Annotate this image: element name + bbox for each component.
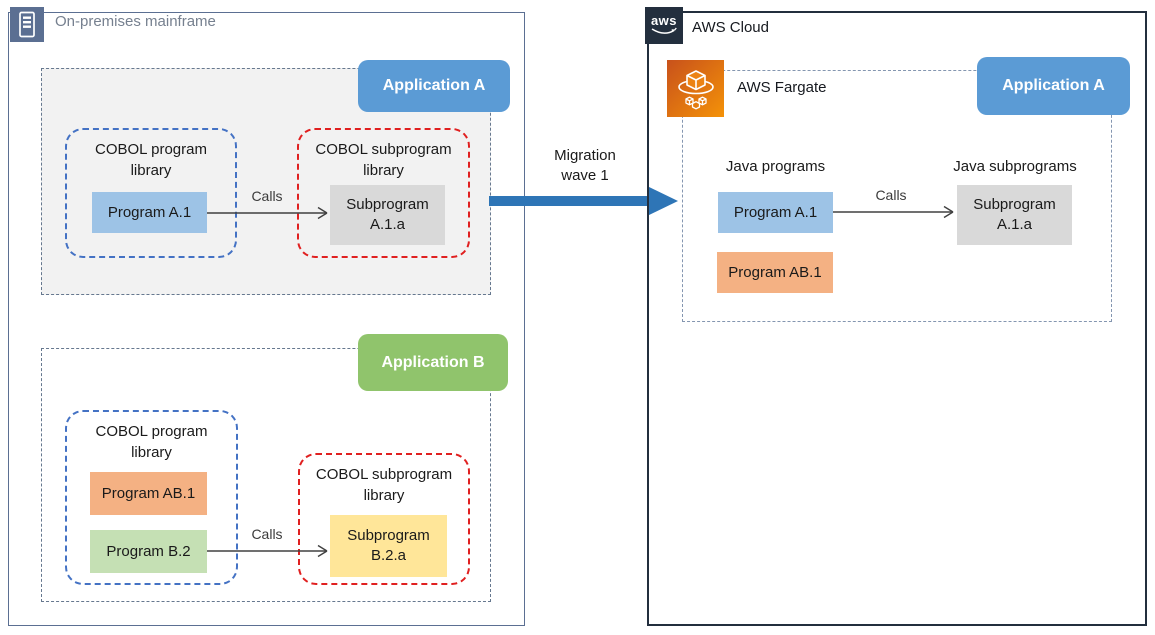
aws-logo-icon: aws bbox=[645, 7, 683, 44]
node-subprogram-a1a: Subprogram A.1.a bbox=[330, 185, 445, 245]
calls-arrow-b bbox=[207, 544, 328, 558]
calls-label-aws: Calls bbox=[875, 187, 907, 203]
application-a-badge-aws: Application A bbox=[977, 57, 1130, 115]
cobol-program-library-a-title: COBOL program library bbox=[95, 141, 207, 179]
aws-cloud-zone-box bbox=[647, 11, 1147, 626]
aws-smile-icon bbox=[651, 27, 677, 34]
node-subprogram-b2a: Subprogram B.2.a bbox=[330, 515, 447, 577]
onprem-zone-title: On-premises mainframe bbox=[55, 13, 216, 30]
cobol-subprogram-library-a: COBOL subprogram library bbox=[297, 128, 470, 258]
node-java-subprogram-a1a: Subprogram A.1.a bbox=[957, 185, 1072, 245]
cobol-program-library-a: COBOL program library bbox=[65, 128, 237, 258]
aws-fargate-icon bbox=[667, 60, 724, 117]
cobol-subprogram-library-a-title: COBOL subprogram library bbox=[315, 141, 452, 179]
fargate-icon-glyph bbox=[677, 69, 714, 109]
aws-logo-text: aws bbox=[650, 12, 678, 28]
aws-fargate-label: AWS Fargate bbox=[737, 79, 827, 96]
calls-arrow-a bbox=[207, 206, 328, 220]
cobol-program-library-b: COBOL program library bbox=[65, 410, 238, 585]
cobol-subprogram-library-b-title: COBOL subprogram library bbox=[315, 466, 453, 504]
calls-arrow-aws bbox=[833, 205, 954, 219]
node-program-ab1: Program AB.1 bbox=[90, 472, 207, 515]
mainframe-icon-glyph bbox=[19, 11, 35, 38]
calls-label-a: Calls bbox=[251, 188, 283, 204]
node-program-b2: Program B.2 bbox=[90, 530, 207, 573]
onprem-zone-box bbox=[8, 12, 525, 626]
application-b-badge: Application B bbox=[358, 334, 508, 391]
migration-wave-label: Migration wave 1 bbox=[554, 147, 616, 184]
fargate-group bbox=[682, 70, 1112, 322]
migration-arrow bbox=[489, 186, 678, 216]
calls-label-b: Calls bbox=[251, 526, 283, 542]
node-java-program-a1: Program A.1 bbox=[718, 192, 833, 233]
cobol-subprogram-library-b: COBOL subprogram library bbox=[298, 453, 470, 585]
node-program-a1: Program A.1 bbox=[92, 192, 207, 233]
cobol-program-library-b-title: COBOL program library bbox=[95, 423, 208, 461]
java-programs-title: Java programs bbox=[725, 158, 826, 175]
java-subprograms-title: Java subprograms bbox=[953, 158, 1077, 175]
application-a-badge: Application A bbox=[358, 60, 510, 112]
mainframe-icon bbox=[10, 7, 44, 42]
node-java-program-ab1: Program AB.1 bbox=[717, 252, 833, 293]
aws-cloud-title: AWS Cloud bbox=[692, 19, 769, 36]
